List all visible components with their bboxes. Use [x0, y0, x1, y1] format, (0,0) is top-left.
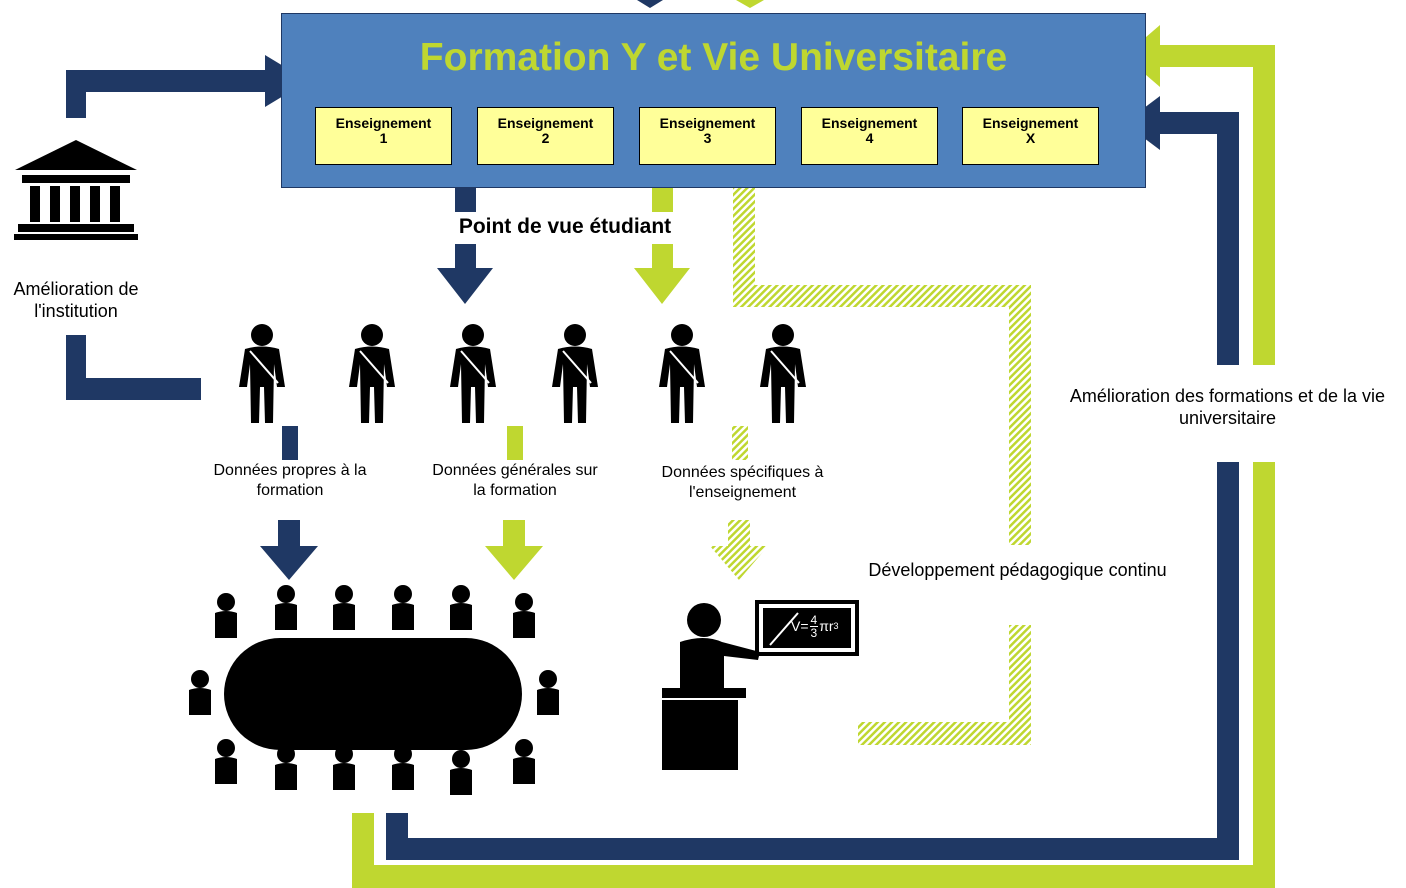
diagram-title: Formation Y et Vie Universitaire — [419, 36, 1008, 79]
teaching-label: Enseignement — [982, 115, 1079, 131]
student-icon — [658, 323, 706, 424]
student-view-label: Point de vue étudiant — [458, 215, 672, 238]
continuous-development-loop — [710, 140, 1031, 745]
teaching-box-1: Enseignement 1 — [315, 107, 452, 165]
blackboard-formula: V= 4 3 πr 3 — [791, 607, 853, 645]
teaching-number: 2 — [541, 130, 550, 146]
institution-improvement-label: Amélioration de l'institution — [13, 279, 139, 321]
data-general-training-label: Données générales sur la formation — [432, 462, 598, 499]
formula-lhs: V= — [791, 618, 809, 634]
formula-exponent: 3 — [833, 621, 839, 631]
teaching-box-x: Enseignement X — [962, 107, 1099, 165]
teaching-number: X — [1025, 130, 1036, 146]
teacher-icon — [662, 600, 859, 770]
training-improvement-lime-loop — [352, 25, 1275, 888]
teaching-label: Enseignement — [497, 115, 594, 131]
top-navy-arrow — [637, 0, 663, 8]
data-specific-teaching-label: Données spécifiques à l'enseignement — [661, 464, 824, 501]
student-icon — [551, 323, 599, 424]
teaching-box-3: Enseignement 3 — [639, 107, 776, 165]
formula-numerator: 4 — [809, 612, 819, 627]
training-improvement-navy-loop — [386, 96, 1239, 860]
data-specific-training-label: Données propres à la formation — [213, 462, 367, 499]
student-icon — [449, 323, 497, 424]
formula-fraction: 4 3 — [809, 612, 819, 640]
student-icon — [348, 323, 396, 424]
teaching-number: 4 — [865, 130, 874, 146]
continuous-development-label: Développement pédagogique continu — [868, 560, 1167, 580]
student-icon — [238, 323, 286, 424]
formula-rhs: πr — [819, 618, 834, 634]
teaching-label: Enseignement — [821, 115, 918, 131]
building-icon — [14, 140, 138, 240]
teaching-number: 1 — [379, 130, 388, 146]
student-icon — [759, 323, 807, 424]
meeting-table-icon — [189, 585, 559, 795]
students-row — [238, 323, 807, 424]
training-improvement-label: Amélioration des formations et de la vie… — [1069, 386, 1386, 428]
teaching-label: Enseignement — [659, 115, 756, 131]
teaching-label: Enseignement — [335, 115, 432, 131]
data-flow-arrows — [260, 426, 768, 580]
top-lime-arrow — [736, 0, 764, 8]
teaching-box-4: Enseignement 4 — [801, 107, 938, 165]
teaching-number: 3 — [703, 130, 712, 146]
teaching-box-2: Enseignement 2 — [477, 107, 614, 165]
formula-denominator: 3 — [810, 625, 818, 640]
